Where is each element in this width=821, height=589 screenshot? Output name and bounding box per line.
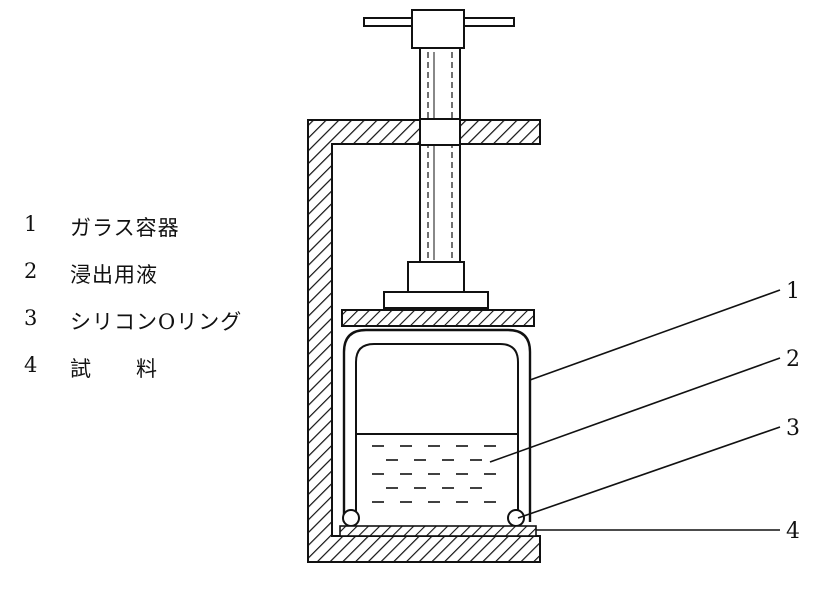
legend: 1 ガラス容器 2 浸出用液 3 シリコンOリング 4 試 料 [24,212,294,400]
o-ring-right [507,509,525,527]
legend-item-extraction-liquid: 2 浸出用液 [24,259,294,306]
lid-plate [341,309,535,327]
legend-label: 試 料 [70,357,158,381]
t-handle [363,9,515,49]
specimen [339,525,537,537]
press-foot [383,261,489,309]
callout-4: 4 [786,519,800,544]
extraction-liquid [356,433,518,503]
legend-number: 4 [24,353,38,377]
legend-number: 1 [24,212,38,236]
callout-2: 2 [786,347,800,372]
screw-rod [419,47,461,265]
legend-item-glass-container: 1 ガラス容器 [24,212,294,259]
c-frame [307,119,541,563]
legend-label: シリコンOリング [70,310,243,334]
legend-label: ガラス容器 [70,216,180,240]
callout-3: 3 [786,416,800,441]
legend-number: 3 [24,306,38,330]
legend-item-silicone-o-ring: 3 シリコンOリング [24,306,294,353]
legend-item-specimen: 4 試 料 [24,353,294,400]
callout-1: 1 [786,279,800,304]
glass-container [342,328,532,522]
legend-number: 2 [24,259,38,283]
leader-lines [489,289,781,531]
o-ring-left [342,509,360,527]
legend-label: 浸出用液 [70,263,158,287]
